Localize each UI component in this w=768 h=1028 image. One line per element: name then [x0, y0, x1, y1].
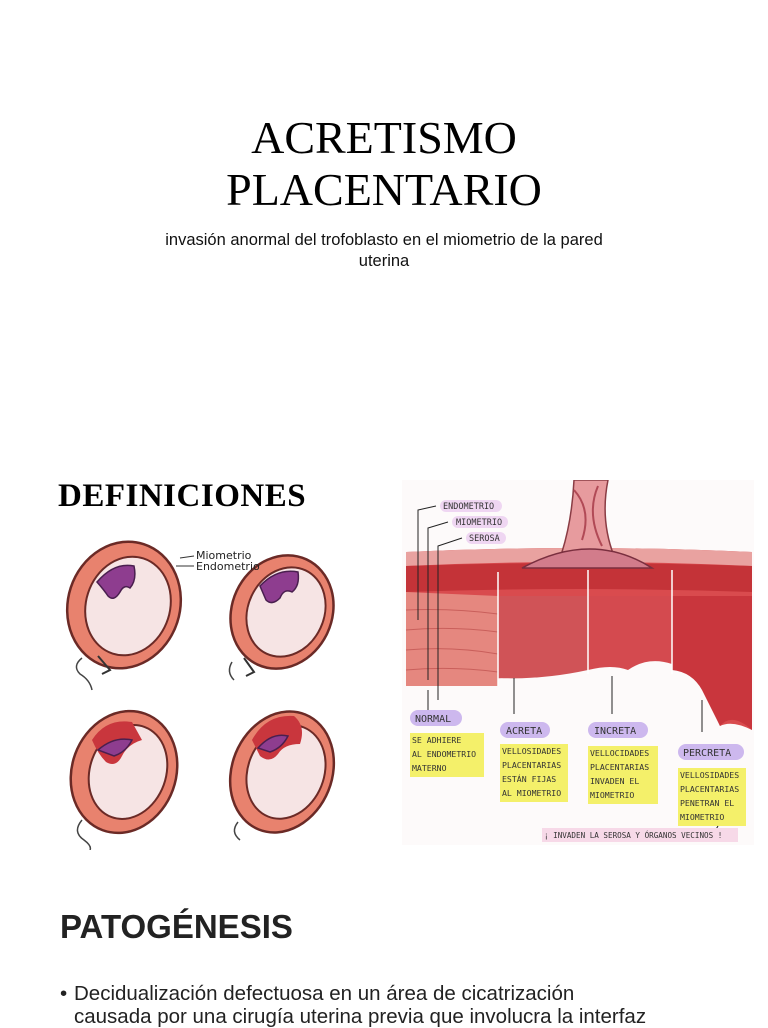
percreta-desc-line-4: MIOMETRIO: [680, 812, 724, 822]
uterus-diagram-3: [69, 709, 179, 850]
definitions-heading: DEFINICIONES: [58, 478, 307, 514]
layer-label-myometrium: MIOMETRIO: [456, 518, 502, 528]
normal-desc-line-2: AL ENDOMETRIO: [412, 749, 476, 759]
uterus-diagram-figure: Miometrio Endometrio: [65, 540, 336, 850]
pathogenesis-bullet: • Decidualización defectuosa en un área d…: [60, 982, 760, 1028]
subtitle-line-1: invasión anormal del trofoblasto en el m…: [165, 231, 603, 249]
title-line-1: ACRETISMO: [251, 112, 517, 163]
title-line-2: PLACENTARIO: [226, 164, 542, 215]
percreta-desc-line-2: PLACENTARIAS: [680, 784, 739, 794]
bullet-dot: •: [60, 982, 68, 1005]
label-myometrium: Miometrio: [196, 549, 252, 562]
acreta-desc-line-1: VELLOSIDADES: [502, 746, 561, 756]
layer-label-endometrium: ENDOMETRIO: [443, 502, 494, 512]
type-normal-label: NORMAL: [415, 714, 451, 725]
increta-desc-line-3: INVADEN EL: [590, 776, 639, 786]
uterine-wall-layers-figure: ENDOMETRIO MIOMETRIO SEROSA NORMAL ACRET…: [402, 480, 754, 845]
type-acreta-label: ACRETA: [506, 726, 542, 737]
uterus-diagram-1: [65, 540, 183, 691]
normal-desc-line-3: MATERNO: [412, 763, 447, 773]
subtitle-line-2: uterina: [358, 252, 410, 270]
type-increta-label: INCRETA: [594, 726, 636, 737]
slide-subtitle: invasión anormal del trofoblasto en el m…: [120, 230, 648, 272]
percreta-desc-line-3: PENETRAN EL: [680, 798, 734, 808]
bullet-line-2: causada por una cirugía uterina previa q…: [74, 1005, 647, 1028]
increta-desc-line-2: PLACENTARIAS: [590, 762, 649, 772]
footer-note: ¡ INVADEN LA SEROSA Y ÓRGANOS VECINOS !: [544, 831, 722, 840]
uterus-diagram-2: [228, 554, 335, 681]
layer-label-serosa: SEROSA: [469, 534, 500, 544]
increta-desc-line-4: MIOMETRIO: [590, 790, 634, 800]
slide-title: ACRETISMO PLACENTARIO: [0, 112, 768, 216]
label-endometrium: Endometrio: [196, 560, 260, 573]
acreta-desc-line-2: PLACENTARIAS: [502, 760, 561, 770]
acreta-desc-line-4: AL MIOMETRIO: [502, 788, 561, 798]
pathogenesis-heading: PATOGÉNESIS: [60, 908, 293, 945]
acreta-desc-line-3: ESTÁN FIJAS: [502, 773, 556, 784]
normal-desc-line-1: SE ADHIERE: [412, 735, 461, 745]
percreta-desc-line-1: VELLOSIDADES: [680, 770, 739, 780]
uterus-diagram-4: [228, 710, 336, 841]
increta-desc-line-1: VELLOCIDADES: [590, 748, 649, 758]
bullet-line-1: Decidualización defectuosa en un área de…: [74, 982, 575, 1005]
type-percreta-label: PERCRETA: [683, 748, 731, 759]
